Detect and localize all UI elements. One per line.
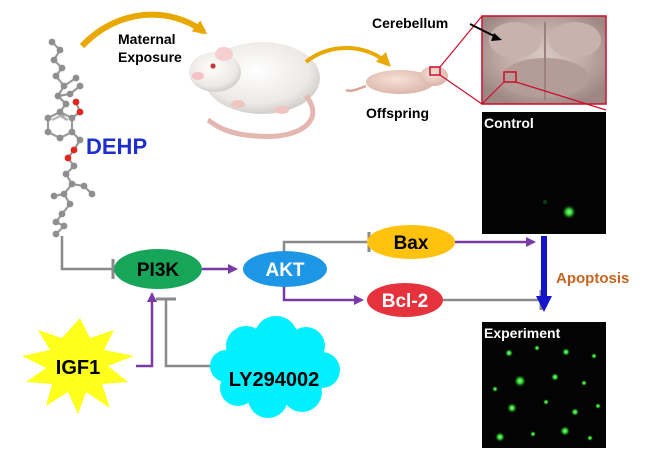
zoom-line-left bbox=[481, 81, 505, 105]
cerebellum-pointer-head bbox=[491, 33, 502, 41]
igf1-node: IGF1 bbox=[22, 318, 134, 414]
dehp-atoms bbox=[44, 38, 96, 238]
pi3k-node: PI3K bbox=[114, 249, 202, 289]
akt-node: AKT bbox=[243, 251, 327, 287]
zoom-line-right bbox=[515, 81, 607, 111]
maternal-label-line2: Exposure bbox=[118, 49, 182, 65]
maternal-exposure-arrow bbox=[79, 11, 208, 49]
dehp-label: DEHP bbox=[86, 134, 147, 159]
akt-inhibits-bax-line bbox=[282, 240, 368, 255]
pi3k-ellipse bbox=[114, 249, 202, 289]
pi3k-label: PI3K bbox=[137, 260, 180, 281]
bax-node: Bax bbox=[367, 225, 455, 259]
cerebellum-label: Cerebellum bbox=[372, 15, 448, 31]
offspring-label: Offspring bbox=[366, 105, 429, 121]
bcl2-node: Bcl-2 bbox=[367, 283, 443, 317]
callout-line-top bbox=[439, 15, 483, 68]
igf1-starburst bbox=[22, 318, 134, 414]
cerebellum-photo bbox=[481, 15, 607, 105]
pup-icon bbox=[345, 66, 448, 94]
offspring-arrow bbox=[304, 46, 391, 67]
ly294002-node: LY294002 bbox=[210, 316, 340, 418]
rat-icon bbox=[189, 42, 320, 140]
control-micrograph bbox=[482, 112, 606, 234]
maternal-label-line1: Maternal bbox=[118, 31, 176, 47]
experiment-label: Experiment bbox=[484, 325, 561, 341]
bax-ellipse bbox=[367, 225, 455, 259]
apoptosis-label: Apoptosis bbox=[556, 270, 629, 287]
bcl2-ellipse bbox=[367, 283, 443, 317]
bcl2-label: Bcl-2 bbox=[382, 291, 428, 312]
control-label: Control bbox=[484, 115, 534, 131]
dehp-inhibits-pi3k-line bbox=[60, 236, 112, 271]
callout-line-bottom bbox=[439, 74, 483, 105]
pup-head-callout-box bbox=[429, 66, 441, 76]
ly294002-label: LY294002 bbox=[229, 369, 319, 391]
ly294002-inhibits-pi3k-line bbox=[164, 300, 222, 368]
akt-ellipse bbox=[243, 251, 327, 287]
experiment-micrograph bbox=[482, 322, 606, 448]
dehp-oxygen-atoms bbox=[64, 98, 84, 162]
akt-to-bcl2-arrow bbox=[282, 284, 364, 305]
igf1-label: IGF1 bbox=[56, 357, 100, 379]
akt-label: AKT bbox=[265, 260, 304, 281]
bax-label: Bax bbox=[394, 233, 429, 254]
igf1-to-pi3k-arrow bbox=[136, 292, 157, 368]
